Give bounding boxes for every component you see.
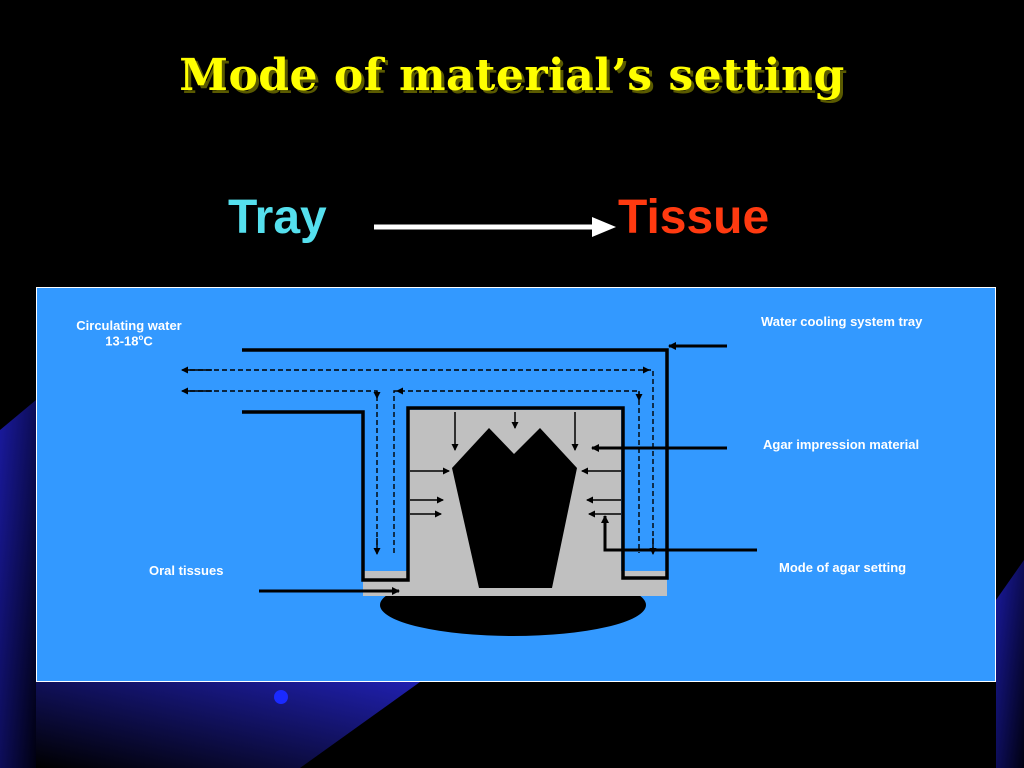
bg-shard-left [0, 400, 36, 768]
bg-dot [274, 690, 288, 704]
tissue-label: Tissue [618, 191, 770, 244]
temperature-unit: C [143, 333, 153, 349]
circulating-water-text: Circulating water [76, 318, 182, 333]
slide-title: Mode of material’s setting [179, 50, 845, 101]
tray-outline [242, 348, 669, 582]
agar-setting-label: Mode of agar setting [779, 560, 907, 575]
pointer-agar-setting [601, 515, 757, 552]
tray-to-tissue-arrow [374, 217, 616, 237]
circulating-water-label: Circulating water 13-18oC [65, 318, 193, 348]
water-cooling-tray-label: Water cooling system tray [761, 314, 923, 329]
temperature-value: 13-18 [105, 333, 139, 349]
tooth-shape [452, 428, 577, 588]
temperature-degree: o [138, 333, 144, 342]
temperature-text: 13-18oC [65, 333, 193, 348]
tray-diagram [181, 342, 757, 636]
bg-shard-bottom [36, 682, 420, 768]
diagram-panel: Circulating water 13-18oC Water cooling … [36, 287, 996, 682]
water-path-inner-right [393, 390, 640, 553]
oral-tissues-label: Oral tissues [149, 563, 224, 578]
tray-label: Tray [228, 191, 327, 244]
agar-impression-label: Agar impression material [763, 437, 920, 452]
water-path-outer [184, 369, 654, 552]
bg-shard-right [996, 560, 1024, 768]
water-path-inner-left [184, 390, 378, 553]
